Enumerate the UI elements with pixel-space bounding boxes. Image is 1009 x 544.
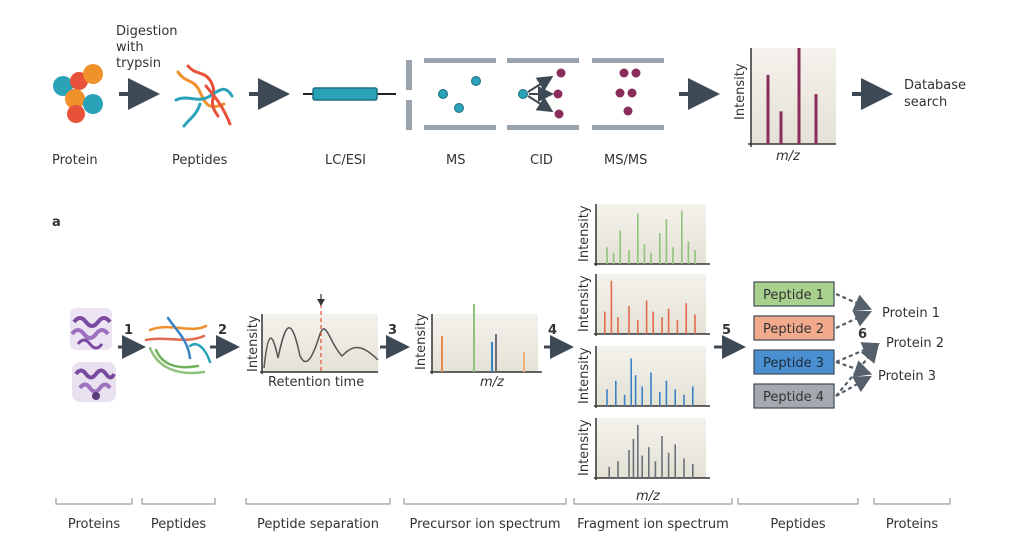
bottom-label-6: Peptides [770,517,826,532]
bottom-labels: Proteins Peptides Peptide separation Precur… [68,517,939,532]
digestion-line-1: Digestion [116,24,178,39]
bottom-brackets [55,498,951,505]
retention-chart [260,294,379,374]
protein-structures-icon [70,308,116,402]
bracket [573,498,733,505]
peptides-icon [174,64,234,128]
peptide-boxes: Peptide 1 Peptide 2 Peptide 3 Peptide 4 [753,281,835,409]
bottom-label-4: Precursor ion spectrum [409,517,560,532]
panel-letter: a [52,215,61,230]
bracket [737,498,859,505]
protein-icon [53,64,103,123]
protein-label-1: Protein 1 [882,306,940,321]
fragment-ylabel: Intensity [577,275,592,332]
ms-chamber [406,58,664,130]
fragment-spectrum-1: Intensity [577,204,710,266]
digestion-line-3: trypsin [116,56,161,71]
label-msms: MS/MS [604,153,647,168]
step-2: 2 [218,323,227,338]
fragment-ylabel: Intensity [577,347,592,404]
label-cid: CID [530,153,553,168]
digestion-line-2: with [116,40,144,55]
label-ms: MS [446,153,465,168]
bracket [55,498,133,505]
peptide-box-4 [753,383,835,409]
fragment-ylabel: Intensity [577,205,592,262]
precursor-ylabel: Intensity [414,313,429,370]
peptide-box-1 [753,281,835,307]
step-5: 5 [722,323,731,338]
peptide-box-3 [753,349,835,375]
step-3: 3 [388,323,397,338]
top-spectrum-bars [766,48,818,144]
bottom-label-1: Proteins [68,517,121,532]
peptide-box-2 [753,315,835,341]
protein-label-3: Protein 3 [878,369,936,384]
bottom-label-3: Peptide separation [257,517,379,532]
label-lc-esi: LC/ESI [325,153,366,168]
label-peptides: Peptides [172,153,228,168]
database-line-2: search [904,95,947,110]
retention-xlabel: Retention time [268,375,364,390]
bracket [873,498,951,505]
bracket [141,498,216,505]
peptide-label-4: Peptide 4 [763,390,824,405]
step-1: 1 [124,323,133,338]
peptide-label-3: Peptide 3 [763,356,824,371]
peptide-label-2: Peptide 2 [763,322,824,337]
step-4: 4 [548,323,557,338]
bracket [403,498,567,505]
top-spectrum-xlabel: m/z [776,149,801,164]
top-spectrum-ylabel: Intensity [733,63,748,120]
fragment-spectrum-4: Intensity [577,418,710,480]
fragment-spectrum-2: Intensity [577,274,710,336]
retention-ylabel: Intensity [246,315,261,372]
fragment-ylabel: Intensity [577,419,592,476]
database-line-1: Database [904,78,966,93]
precursor-xlabel: m/z [480,375,505,390]
peptide-label-1: Peptide 1 [763,288,824,303]
step-6: 6 [858,327,867,342]
protein-inference-arrows [835,292,881,397]
precursor-chart [430,304,542,374]
fragment-spectrum-3: Intensity [577,346,710,408]
peptide-strands-icon [144,316,212,375]
top-spectrum [748,48,836,147]
bottom-label-5: Fragment ion spectrum [577,517,729,532]
lc-column-icon [303,87,396,101]
fragment-xlabel: m/z [636,489,661,504]
bracket [245,498,391,505]
label-protein: Protein [52,153,98,168]
protein-label-2: Protein 2 [886,336,944,351]
bottom-label-7: Proteins [886,517,939,532]
bottom-label-2: Peptides [151,517,207,532]
